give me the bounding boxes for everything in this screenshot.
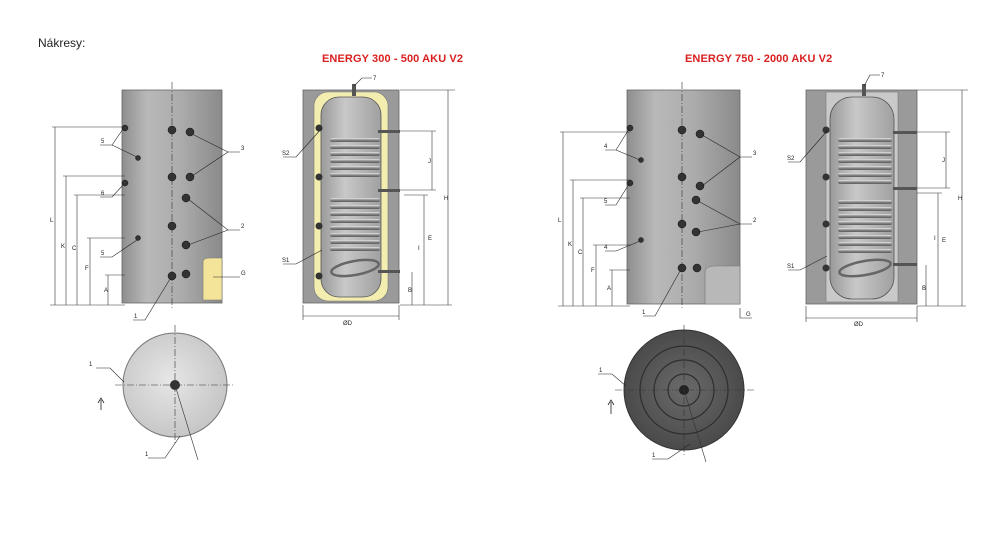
top-view-label-1a: 1	[599, 368, 603, 374]
conn-5: 5	[604, 199, 608, 205]
dim-B: B	[922, 286, 926, 292]
conn-2: 2	[241, 224, 245, 230]
top-view-label-1b: 1	[145, 452, 149, 458]
lower-coil-s1	[330, 198, 380, 278]
dim-F: F	[591, 268, 595, 274]
dim-H: H	[444, 196, 448, 202]
right-top-view: 1 1	[598, 325, 755, 463]
dim-J: J	[942, 158, 945, 164]
conn-5-top: 5	[101, 139, 105, 145]
drawings-heading: Nákresy:	[38, 36, 86, 50]
connection-ports	[626, 124, 705, 273]
connection-ports	[121, 124, 195, 281]
upper-coil-s2	[330, 138, 380, 177]
section-label-S2: S2	[282, 151, 290, 157]
dim-C: C	[72, 246, 77, 252]
left-top-view: 1 1	[89, 325, 235, 461]
dim-J: J	[428, 159, 431, 165]
inner-vessel	[320, 96, 382, 298]
dim-B: B	[408, 288, 412, 294]
left-section-view: 7 S2 S1 J H E I B ØD	[282, 76, 455, 327]
dim-L: L	[558, 218, 562, 224]
model-title-300-500: ENERGY 300 - 500 AKU V2	[322, 53, 464, 65]
dim-K: K	[61, 244, 65, 250]
left-side-view: L K C F A 5 3 6 2 5 G 1	[50, 82, 246, 321]
conn-5-bottom: 5	[101, 251, 105, 257]
conn-G: G	[241, 271, 246, 277]
upper-coil-s2	[838, 138, 892, 184]
section-label-S1: S1	[282, 258, 290, 264]
conn-4-top: 4	[604, 144, 608, 150]
dim-OD: ØD	[854, 322, 864, 328]
section-side-ports	[315, 124, 323, 280]
right-side-view: L K C F A 4 3 5 2 4 G 1	[558, 82, 757, 319]
section-pipes	[352, 84, 400, 273]
section-label-S1: S1	[787, 264, 795, 270]
dim-K: K	[568, 242, 572, 248]
dim-A: A	[104, 288, 108, 294]
top-view-label-1b: 1	[652, 453, 656, 459]
section-label-7: 7	[881, 73, 885, 79]
dim-E: E	[942, 238, 946, 244]
conn-3: 3	[241, 146, 245, 152]
dim-F: F	[85, 266, 89, 272]
dim-A: A	[607, 286, 611, 292]
conn-6: 6	[101, 191, 105, 197]
conn-3: 3	[753, 151, 757, 157]
dim-I: I	[418, 246, 420, 252]
top-view-label-1a: 1	[89, 362, 93, 368]
dim-H: H	[958, 196, 962, 202]
conn-2: 2	[753, 218, 757, 224]
section-pipes	[862, 84, 917, 266]
dim-C: C	[578, 250, 583, 256]
lower-coil-s1	[838, 200, 892, 278]
conn-G: G	[746, 312, 751, 318]
right-section-view: 7 S2 S1 J H E I B ØD	[787, 73, 968, 328]
conn-1: 1	[134, 314, 138, 320]
dim-OD: ØD	[343, 321, 353, 327]
conn-1: 1	[642, 310, 646, 316]
dim-E: E	[428, 236, 432, 242]
insulation-cutout	[202, 257, 223, 301]
lower-cutout	[704, 265, 741, 305]
section-label-7: 7	[373, 76, 377, 82]
conn-4-bottom: 4	[604, 245, 608, 251]
dim-I: I	[934, 236, 936, 242]
model-title-750-2000: ENERGY 750 - 2000 AKU V2	[685, 53, 833, 65]
section-label-S2: S2	[787, 156, 795, 162]
dim-L: L	[50, 218, 54, 224]
section-side-ports	[822, 126, 830, 272]
